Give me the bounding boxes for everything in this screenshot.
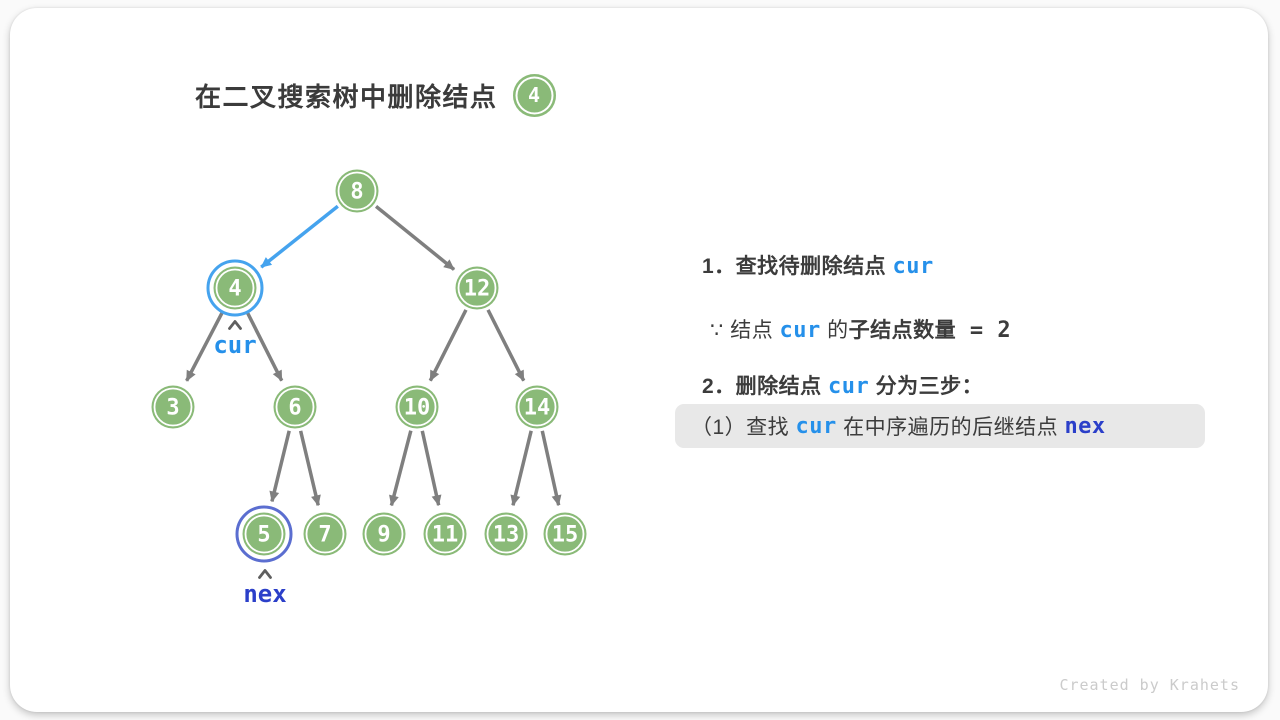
tree-edge <box>374 205 456 271</box>
node-circle <box>484 512 528 556</box>
tree-node-14: 14 <box>515 385 559 429</box>
text-segment: cur <box>828 374 870 399</box>
node-value: 13 <box>493 523 520 548</box>
text-segment: 在中序遍历的后继结点 <box>836 416 1065 439</box>
node-value: 9 <box>377 523 390 548</box>
tree-edge <box>298 430 321 507</box>
text-segment: cur <box>779 318 821 343</box>
node-circle <box>273 385 317 429</box>
tree-edge <box>510 430 533 507</box>
tree-edge <box>260 204 339 269</box>
node-circle <box>303 512 347 556</box>
step-highlight: （1）查找 cur 在中序遍历的后继结点 nex <box>675 404 1205 448</box>
tree-edge <box>269 430 291 503</box>
tree-edge <box>486 309 526 382</box>
title-node-badge: 4 <box>512 73 556 117</box>
credit-text: Created by Krahets <box>1059 676 1240 694</box>
node-inner-ring <box>275 387 315 427</box>
step-line-2: ∵ 结点 cur 的子结点数量 = 2 <box>710 314 1011 344</box>
text-segment: cur <box>892 254 934 279</box>
node-inner-ring <box>153 387 193 427</box>
text-segment: = 2 <box>956 318 1012 343</box>
node-inner-ring <box>397 387 437 427</box>
node-circle <box>543 512 587 556</box>
node-circle <box>515 385 559 429</box>
tree-node-10: 10 <box>395 385 439 429</box>
text-segment: 的 <box>820 319 849 342</box>
node-inner-ring <box>305 514 345 554</box>
node-value: 6 <box>288 396 301 421</box>
node-circle <box>423 512 467 556</box>
node-inner-ring <box>337 171 377 211</box>
tree-node-9: 9 <box>362 512 406 556</box>
node-circle <box>455 266 499 310</box>
tree-edge <box>540 430 562 507</box>
text-segment: 子结点数量 <box>848 319 957 342</box>
node-value: 15 <box>552 523 579 548</box>
text-segment: ∵ 结点 <box>710 319 780 342</box>
cur-label: cur <box>213 331 256 359</box>
title-row: 在二叉搜索树中删除结点 4 <box>195 72 556 118</box>
node-inner-ring <box>364 514 404 554</box>
tree-node-13: 13 <box>484 512 528 556</box>
text-segment: 1．查找待删除结点 <box>702 255 893 278</box>
node-circle <box>213 266 257 310</box>
tree-edge <box>244 309 284 382</box>
tree-edges <box>185 204 562 507</box>
node-value: 14 <box>524 396 551 421</box>
tree-node-12: 12 <box>455 266 499 310</box>
tree-node-8: 8 <box>335 169 379 213</box>
text-segment: 2．删除结点 <box>702 375 829 398</box>
node-circle <box>151 385 195 429</box>
text-segment: 分为三步： <box>869 375 984 398</box>
node-circle <box>395 385 439 429</box>
canvas-card: 在二叉搜索树中删除结点 4 8 4 12 3 6 10 14 5 7 9 11 13 15 cur nex… <box>10 8 1268 712</box>
nex-pointer: nex <box>243 569 287 608</box>
nex-label: nex <box>243 580 286 608</box>
caret-up-icon <box>228 320 242 330</box>
page-title: 在二叉搜索树中删除结点 <box>195 81 498 112</box>
tree-node-11: 11 <box>423 512 467 556</box>
text-segment: cur <box>795 413 837 439</box>
cur-pointer: cur <box>213 320 257 359</box>
tree-node-5: 5 <box>235 505 293 563</box>
tree-node-6: 6 <box>273 385 317 429</box>
node-inner-ring <box>215 268 255 308</box>
node-value: 7 <box>318 523 331 548</box>
tree-nodes: 8 4 12 3 6 10 14 5 7 9 11 13 15 <box>151 169 587 563</box>
node-circle <box>335 169 379 213</box>
node-inner-ring <box>545 514 585 554</box>
node-value: 11 <box>432 523 459 548</box>
node-value: 10 <box>404 396 431 421</box>
step-line-1: 1．查找待删除结点 cur <box>702 250 934 280</box>
node-inner-ring <box>244 514 284 554</box>
node-value: 12 <box>464 277 491 302</box>
tree-edge <box>185 308 226 382</box>
tree-pointers: cur nex <box>213 320 287 608</box>
node-inner-ring <box>457 268 497 308</box>
tree-node-4: 4 <box>206 259 264 317</box>
node-inner-ring <box>517 387 557 427</box>
tree-edge <box>420 430 442 507</box>
node-circle <box>242 512 286 556</box>
tree-edge <box>389 430 413 507</box>
node-inner-ring <box>425 514 465 554</box>
text-segment: nex <box>1064 413 1106 439</box>
binary-search-tree-diagram: 8 4 12 3 6 10 14 5 7 9 11 13 15 cur nex <box>151 169 587 608</box>
tree-node-7: 7 <box>303 512 347 556</box>
tree-node-15: 15 <box>543 512 587 556</box>
node-value: 3 <box>166 396 179 421</box>
caret-up-icon <box>258 569 272 579</box>
text-segment: （1）查找 <box>691 416 796 439</box>
step-line-3: 2．删除结点 cur 分为三步： <box>702 370 983 400</box>
tree-node-3: 3 <box>151 385 195 429</box>
tree-edge <box>428 309 468 382</box>
node-value: 8 <box>350 180 363 205</box>
node-value: 4 <box>228 277 241 302</box>
node-circle <box>362 512 406 556</box>
node-inner-ring <box>486 514 526 554</box>
node-value: 5 <box>257 523 270 548</box>
